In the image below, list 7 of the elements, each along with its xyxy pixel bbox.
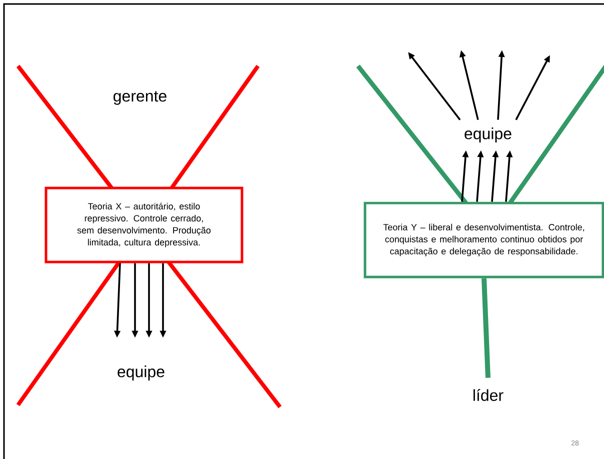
heading-text: gerente: [114, 91, 166, 105]
heading-text: equipe: [118, 366, 164, 380]
connector-line: [482, 278, 490, 378]
heading-text: líder: [474, 389, 504, 401]
heading-text: equipe: [464, 128, 512, 142]
theory-box: Teoria X – autoritário, estilo repressivo. Controle cerrado, sem desenvolvimento. Produção limitada, cultura depressiva.: [44, 186, 244, 264]
theory-box: Teoria Y – liberal e desenvolvimentista. Controle, conquistas e melhoramento continuo obtidos por capacitação e delegação de responsabilidade.: [364, 202, 604, 278]
